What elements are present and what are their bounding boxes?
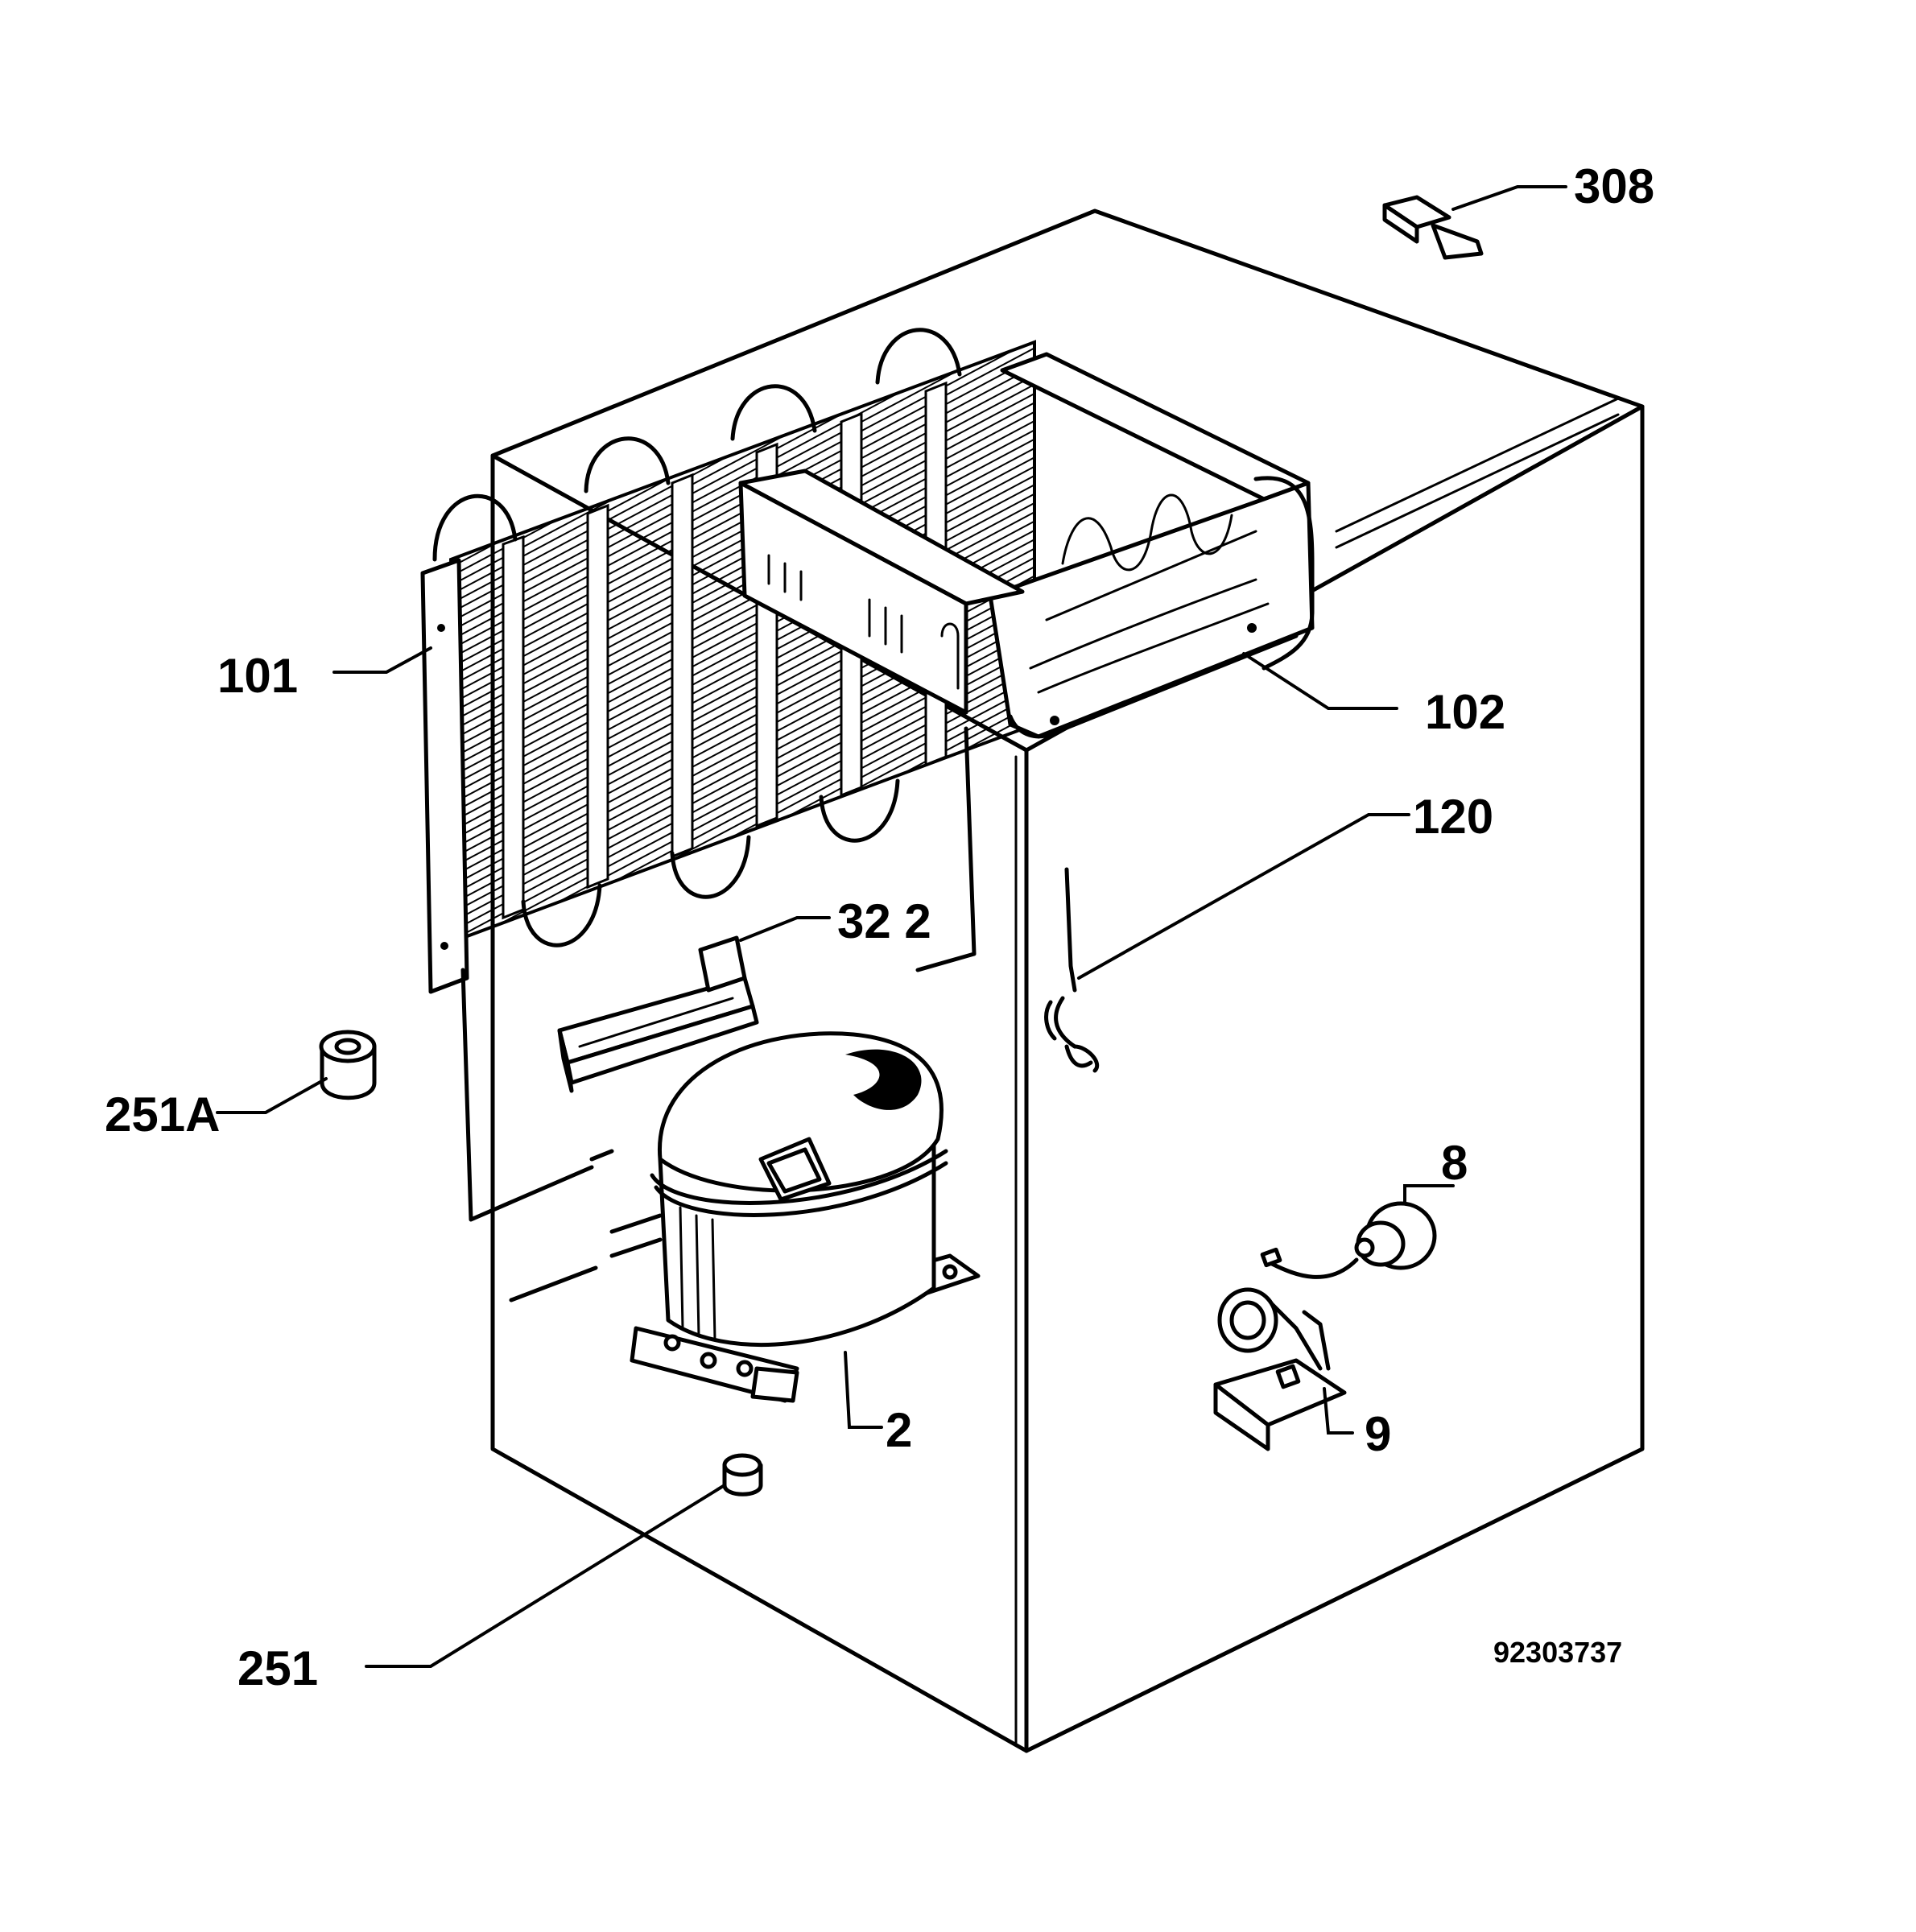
label-251a: 251A bbox=[105, 1088, 220, 1141]
lamp-holder bbox=[1260, 1201, 1437, 1279]
thermostat-unit bbox=[1213, 1287, 1347, 1451]
compressor bbox=[509, 1031, 981, 1403]
bushing-251a bbox=[319, 1030, 377, 1100]
label-9: 9 bbox=[1365, 1407, 1391, 1461]
label-322: 32 2 bbox=[837, 894, 931, 948]
cabinet bbox=[490, 208, 1645, 1753]
grommet-251 bbox=[722, 1453, 763, 1496]
label-101: 101 bbox=[217, 649, 298, 703]
label-8: 8 bbox=[1441, 1136, 1468, 1190]
label-251: 251 bbox=[237, 1641, 318, 1695]
label-120: 120 bbox=[1413, 790, 1493, 844]
label-102: 102 bbox=[1425, 685, 1505, 739]
label-2: 2 bbox=[886, 1403, 912, 1457]
clip-308 bbox=[1382, 195, 1484, 260]
thermostat-probe bbox=[1044, 867, 1099, 1073]
bracket-322 bbox=[557, 935, 759, 1093]
drawing-number: 92303737 bbox=[1493, 1636, 1622, 1669]
leader-lines bbox=[216, 185, 1567, 1668]
label-308: 308 bbox=[1574, 159, 1654, 213]
evaporator-tray bbox=[738, 352, 1315, 739]
